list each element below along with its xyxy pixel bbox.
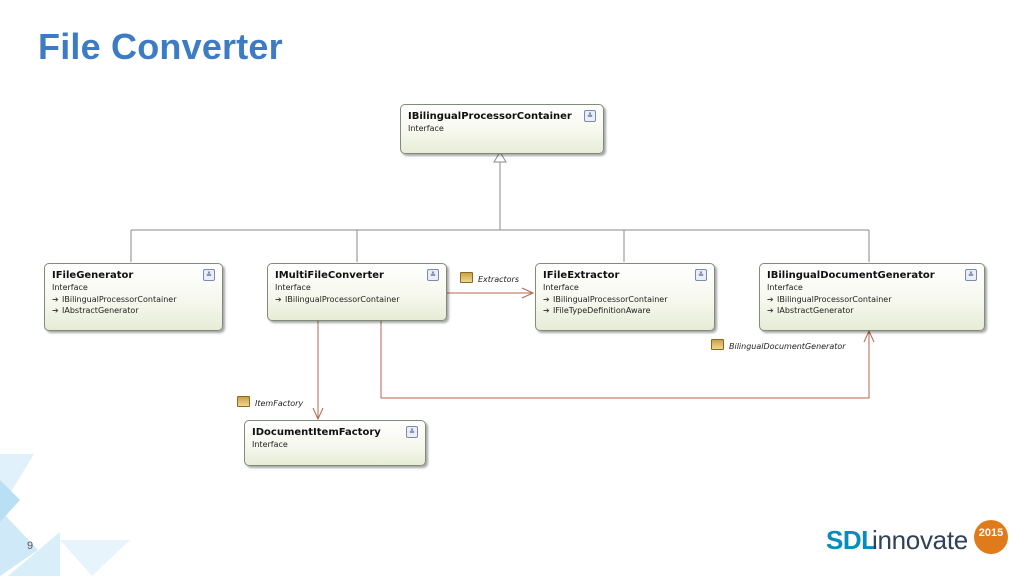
class-name: IFileExtractor (543, 270, 620, 281)
decorative-triangles (0, 454, 130, 576)
class-box-ifilegenerator[interactable]: IFileGenerator Interface ➔IBilingualProc… (44, 263, 223, 331)
assoc-label-extractors[interactable]: Extractors (460, 272, 519, 284)
inherit-arrow-icon: ➔ (52, 306, 59, 315)
inherit-arrow-icon: ➔ (767, 306, 774, 315)
class-name: IDocumentItemFactory (252, 427, 381, 438)
class-name: IMultiFileConverter (275, 270, 384, 281)
inherited-interface: ➔IBilingualProcessorContainer (275, 295, 400, 304)
assoc-label-itemfactory[interactable]: ItemFactory (237, 396, 303, 408)
class-name: IBilingualDocumentGenerator (767, 270, 935, 281)
class-box-idocumentitemfactory[interactable]: IDocumentItemFactory Interface ≚ (244, 420, 426, 466)
inheritance-arrowhead (493, 151, 507, 163)
assoc-itemfactory-arrow (312, 407, 324, 421)
inherited-interface: ➔IBilingualProcessorContainer (767, 295, 892, 304)
collapse-icon[interactable]: ≚ (203, 269, 215, 281)
class-name: IFileGenerator (52, 270, 134, 281)
class-box-imultifileconverter[interactable]: IMultiFileConverter Interface ➔IBilingua… (267, 263, 447, 321)
inherited-interface: ➔IFileTypeDefinitionAware (543, 306, 651, 315)
inherit-arrow-icon: ➔ (767, 295, 774, 304)
class-stereotype: Interface (252, 440, 288, 449)
logo-brand: SDL (826, 525, 877, 555)
property-icon (237, 396, 250, 407)
collapse-icon[interactable]: ≚ (695, 269, 707, 281)
assoc-bilingual-arrow (863, 329, 875, 343)
property-icon (460, 272, 473, 283)
page-number: 9 (27, 540, 34, 552)
assoc-bilingual-line (380, 320, 870, 399)
class-stereotype: Interface (767, 283, 803, 292)
inherited-interface: ➔IAbstractGenerator (52, 306, 139, 315)
class-stereotype: Interface (408, 124, 444, 133)
class-box-ibilingualdocumentgenerator[interactable]: IBilingualDocumentGenerator Interface ➔I… (759, 263, 985, 331)
inherit-arrow-icon: ➔ (52, 295, 59, 304)
assoc-label-bilingualdocumentgenerator[interactable]: BilingualDocumentGenerator (711, 339, 846, 351)
collapse-icon[interactable]: ≚ (427, 269, 439, 281)
inherit-arrow-icon: ➔ (275, 295, 282, 304)
inherited-interface: ➔IBilingualProcessorContainer (543, 295, 668, 304)
slide-title: File Converter (38, 26, 283, 67)
logo-word: innovate (872, 525, 968, 555)
class-stereotype: Interface (543, 283, 579, 292)
inherit-arrow-icon: ➔ (543, 295, 550, 304)
class-stereotype: Interface (275, 283, 311, 292)
assoc-extractors-arrow (521, 287, 535, 299)
collapse-icon[interactable]: ≚ (965, 269, 977, 281)
property-icon (711, 339, 724, 350)
class-box-ibilingualprocessorcontainer[interactable]: IBilingualProcessorContainer Interface ≚ (400, 104, 604, 154)
collapse-icon[interactable]: ≚ (584, 110, 596, 122)
collapse-icon[interactable]: ≚ (406, 426, 418, 438)
inherit-arrow-icon: ➔ (543, 306, 550, 315)
logo-year-badge: 2015 (974, 520, 1008, 554)
class-name: IBilingualProcessorContainer (408, 111, 572, 122)
class-stereotype: Interface (52, 283, 88, 292)
inherited-interface: ➔IBilingualProcessorContainer (52, 295, 177, 304)
class-box-ifileextractor[interactable]: IFileExtractor Interface ➔IBilingualProc… (535, 263, 715, 331)
inherited-interface: ➔IAbstractGenerator (767, 306, 854, 315)
